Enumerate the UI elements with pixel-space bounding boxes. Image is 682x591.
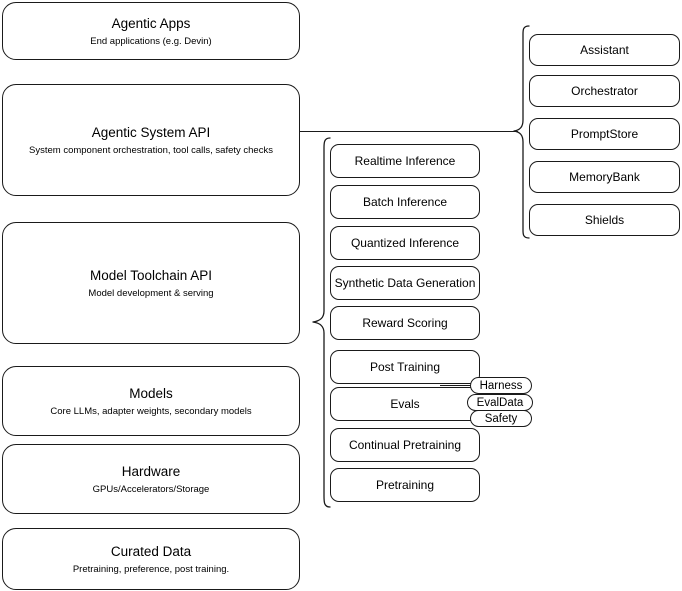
capability-label: Post Training <box>369 360 441 374</box>
capability-label: Continual Pretraining <box>348 438 462 452</box>
capability-label: Evals <box>390 397 420 411</box>
component-label: PromptStore <box>570 127 639 141</box>
capability-box-realtime-inference[interactable]: Realtime Inference <box>330 144 480 178</box>
component-box-assistant[interactable]: Assistant <box>529 34 680 66</box>
component-box-memorybank[interactable]: MemoryBank <box>529 161 680 193</box>
capability-label: Quantized Inference <box>350 236 460 250</box>
component-box-promptstore[interactable]: PromptStore <box>529 118 680 150</box>
layer-title: Agentic System API <box>91 124 211 140</box>
evals-pill-label: Safety <box>484 412 518 425</box>
connector-system-api-to-right-brace <box>300 131 518 132</box>
layer-subtitle: Pretraining, preference, post training. <box>72 563 230 575</box>
evals-pill-evaldata[interactable]: EvalData <box>467 394 533 411</box>
capability-box-reward-scoring[interactable]: Reward Scoring <box>330 306 480 340</box>
layer-title: Models <box>129 385 173 401</box>
capability-box-continual-pretraining[interactable]: Continual Pretraining <box>330 428 480 462</box>
component-label: Orchestrator <box>571 84 638 98</box>
capability-box-evals[interactable]: Evals <box>330 387 480 421</box>
component-label: Assistant <box>580 43 629 57</box>
capability-label: Batch Inference <box>362 195 448 209</box>
layer-box-agentic-system-api[interactable]: Agentic System API System component orch… <box>2 84 300 196</box>
capability-label: Pretraining <box>375 478 435 492</box>
capability-box-batch-inference[interactable]: Batch Inference <box>330 185 480 219</box>
capability-label: Realtime Inference <box>354 154 456 168</box>
layer-box-curated-data[interactable]: Curated Data Pretraining, preference, po… <box>2 528 300 590</box>
layer-subtitle: End applications (e.g. Devin) <box>90 35 212 47</box>
layer-title: Hardware <box>121 463 181 479</box>
layer-box-agentic-apps[interactable]: Agentic Apps End applications (e.g. Devi… <box>2 2 300 60</box>
capability-box-synthetic-data-generation[interactable]: Synthetic Data Generation <box>330 266 480 300</box>
layer-box-models[interactable]: Models Core LLMs, adapter weights, secon… <box>2 366 300 436</box>
right-brace <box>513 25 530 239</box>
layer-box-model-toolchain-api[interactable]: Model Toolchain API Model development & … <box>2 222 300 344</box>
layer-box-hardware[interactable]: Hardware GPUs/Accelerators/Storage <box>2 444 300 514</box>
component-label: MemoryBank <box>569 170 640 184</box>
layer-title: Agentic Apps <box>111 15 191 31</box>
component-box-shields[interactable]: Shields <box>529 204 680 236</box>
middle-brace <box>312 137 331 508</box>
evals-pill-label: Harness <box>479 379 523 392</box>
layer-subtitle: Core LLMs, adapter weights, secondary mo… <box>50 405 252 417</box>
evals-pill-label: EvalData <box>476 396 524 409</box>
capability-box-post-training[interactable]: Post Training <box>330 350 480 384</box>
layer-title: Model Toolchain API <box>89 267 213 283</box>
capability-label: Reward Scoring <box>362 316 448 330</box>
capability-box-quantized-inference[interactable]: Quantized Inference <box>330 226 480 260</box>
layer-title: Curated Data <box>110 543 192 559</box>
layer-subtitle: GPUs/Accelerators/Storage <box>92 483 210 495</box>
evals-pill-harness[interactable]: Harness <box>470 377 532 394</box>
component-box-orchestrator[interactable]: Orchestrator <box>529 75 680 107</box>
layer-subtitle: System component orchestration, tool cal… <box>29 144 273 156</box>
layer-subtitle: Model development & serving <box>88 287 214 299</box>
capability-box-pretraining[interactable]: Pretraining <box>330 468 480 502</box>
evals-pill-safety[interactable]: Safety <box>470 410 532 427</box>
connector-evals-to-harness <box>440 385 482 386</box>
component-label: Shields <box>584 213 625 227</box>
capability-label: Synthetic Data Generation <box>334 276 476 290</box>
